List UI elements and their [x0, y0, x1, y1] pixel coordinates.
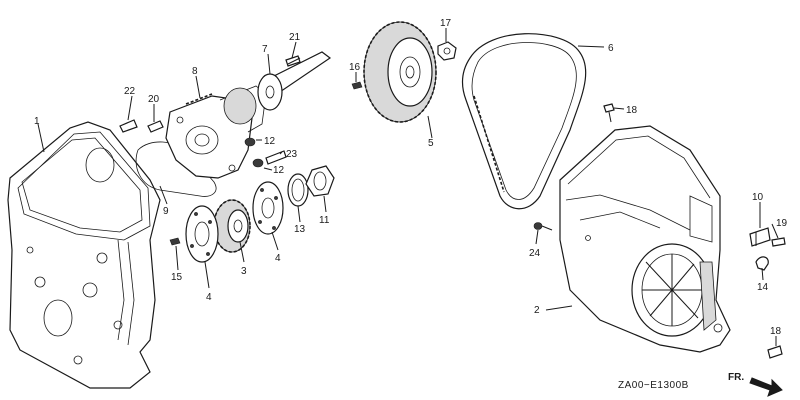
callout-15: 15: [171, 272, 183, 283]
part-2-front-cover: [559, 125, 731, 353]
bolt-22: [119, 119, 138, 133]
callout-12a: 12: [264, 136, 276, 147]
part-13-ring: [287, 173, 309, 207]
diagram-part-code: ZA00−E1300B: [618, 380, 689, 391]
callout-3: 3: [241, 266, 247, 277]
callout-24: 24: [529, 248, 541, 259]
front-marker-label: FR.: [728, 372, 744, 383]
part-4-plate-b: [252, 181, 284, 235]
bolt-21: [285, 55, 301, 67]
callout-7: 7: [262, 44, 268, 55]
bolt-24: [533, 222, 553, 231]
callout-13: 13: [294, 224, 306, 235]
part-8-pump-housing: [165, 85, 267, 179]
part-17-nut: [437, 41, 457, 61]
callout-18a: 18: [626, 105, 638, 116]
callout-11: 11: [319, 215, 330, 226]
callout-23: 23: [286, 149, 298, 160]
callout-9: 9: [163, 206, 169, 217]
callout-17: 17: [440, 18, 452, 29]
callout-1: 1: [34, 116, 40, 127]
callout-10: 10: [752, 192, 764, 203]
bolt-23: [265, 150, 287, 165]
callout-12b: 12: [273, 165, 285, 176]
callout-18b: 18: [770, 326, 782, 337]
callout-labels: 1 2 3 4 4 5 6 7 8 9 10 11 12 12 13 14 15…: [34, 18, 788, 337]
part-14-clip: [755, 256, 769, 271]
bolt-18a: [603, 103, 615, 123]
part-4-plate-a: [185, 205, 219, 263]
callout-4a: 4: [206, 292, 212, 303]
callout-22: 22: [124, 86, 136, 97]
part-1-back-plate: [7, 121, 161, 389]
part-16-key: [351, 81, 363, 90]
bolt-20: [147, 120, 164, 133]
part-3-gear: [213, 199, 251, 253]
callout-21: 21: [289, 32, 301, 43]
callout-8: 8: [192, 66, 198, 77]
bolt-18b: [767, 345, 783, 359]
washer-12b: [252, 158, 264, 168]
callout-19: 19: [776, 218, 788, 229]
callout-6: 6: [608, 43, 614, 54]
part-19-bolt: [771, 237, 786, 247]
part-15-key: [169, 237, 181, 246]
part-9-gasket: [135, 141, 217, 197]
part-10-bracket: [749, 227, 771, 247]
front-direction-arrow: FR.: [728, 372, 783, 397]
callout-14: 14: [757, 282, 769, 293]
part-5-cam-pulley: [363, 21, 437, 123]
callout-4b: 4: [275, 253, 281, 264]
callout-16: 16: [349, 62, 361, 73]
callout-20: 20: [148, 94, 160, 105]
washer-12a: [244, 137, 256, 147]
part-11-nut: [305, 165, 335, 197]
part-6-timing-belt: [461, 33, 587, 210]
part-7-shaft: [257, 51, 332, 111]
callout-5: 5: [428, 138, 434, 149]
leader-lines: [37, 28, 779, 346]
callout-2: 2: [534, 305, 540, 316]
